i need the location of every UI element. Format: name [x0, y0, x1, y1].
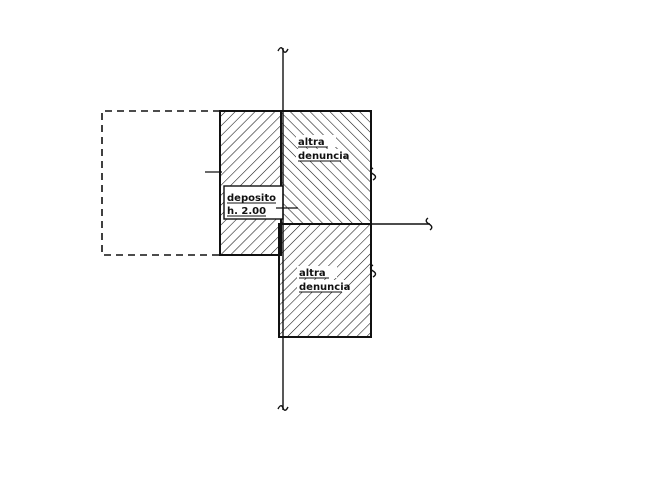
- axis-break-bottom-icon: [277, 405, 289, 411]
- lower-label-line1: altra: [299, 268, 326, 279]
- upper-label-line2: denuncia: [298, 151, 349, 162]
- edge-break-lower-icon: [369, 264, 377, 278]
- edge-break-upper-icon: [369, 167, 377, 181]
- axis-break-top-icon: [277, 47, 289, 53]
- upper-right-hatched-block: [280, 110, 372, 225]
- dashed-outline: [101, 110, 220, 256]
- deposit-label-line1: deposito: [227, 193, 276, 204]
- lower-label-line2: denuncia: [299, 282, 350, 293]
- upper-label-line1: altra: [298, 137, 325, 148]
- left-hatched-block: [219, 110, 282, 256]
- axis-break-right-icon: [425, 217, 433, 231]
- deposit-label-line2: h. 2.00: [227, 206, 266, 217]
